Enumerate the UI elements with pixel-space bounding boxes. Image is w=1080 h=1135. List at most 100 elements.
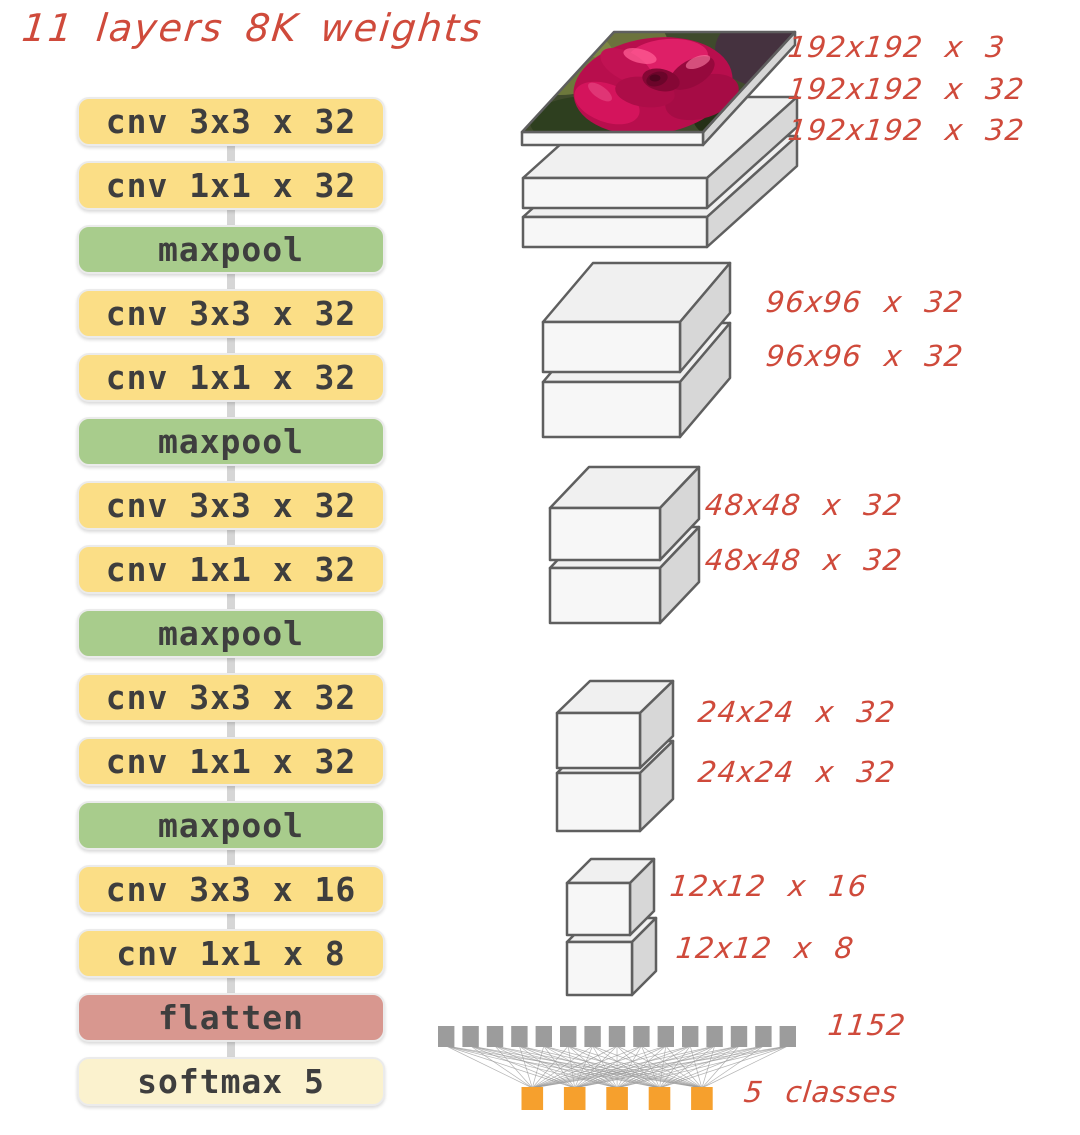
flat-unit-square	[657, 1026, 674, 1047]
dense-edge	[616, 1045, 642, 1089]
dense-edge	[574, 1045, 788, 1089]
dense-output-network	[438, 1026, 796, 1110]
dense-edge	[470, 1045, 618, 1089]
dense-edge	[616, 1045, 740, 1089]
class-square	[648, 1087, 671, 1110]
dense-edge	[532, 1045, 618, 1089]
dense-edge	[574, 1045, 715, 1089]
flat-unit-square	[730, 1026, 748, 1047]
dense-edge	[532, 1045, 642, 1089]
layer-box-pool-8: maxpool	[77, 609, 385, 658]
feature-size-label: 48x48 x 32	[703, 488, 905, 522]
dense-edge	[519, 1045, 660, 1089]
dense-edge	[574, 1045, 740, 1089]
dense-edge	[446, 1045, 575, 1089]
dense-edge	[701, 1045, 788, 1089]
flat-unit-square	[608, 1026, 626, 1047]
dense-edge	[470, 1045, 533, 1089]
dense-edge	[574, 1045, 666, 1089]
flat-unit-square	[755, 1026, 772, 1047]
flat-unit-square	[486, 1026, 504, 1047]
class-square	[691, 1087, 713, 1110]
class-square	[606, 1087, 628, 1110]
dense-edge	[532, 1045, 788, 1089]
flat-unit-square	[462, 1026, 479, 1047]
flat-unit-square	[560, 1026, 577, 1047]
dense-edge	[470, 1045, 660, 1089]
layer-box-conv-1: cnv 1x1 x 32	[77, 161, 385, 210]
feature-box-24-1	[555, 679, 675, 770]
flat-unit-square	[779, 1026, 796, 1047]
feature-box-48-1	[548, 465, 701, 562]
dense-edge	[532, 1045, 715, 1089]
layer-box-pool-11: maxpool	[77, 801, 385, 850]
dense-edge	[532, 1045, 691, 1089]
dense-edge	[574, 1045, 618, 1089]
layer-box-conv-10: cnv 1x1 x 32	[77, 737, 385, 786]
layer-box-conv-3: cnv 3x3 x 32	[77, 289, 385, 338]
feature-size-label: 192x192 x 32	[786, 113, 1027, 147]
flat-unit-square	[706, 1026, 723, 1047]
feature-box-96-1	[541, 261, 732, 374]
class-square	[521, 1087, 544, 1110]
class-square	[563, 1087, 586, 1110]
dense-edge	[494, 1045, 618, 1089]
flat-unit-square	[633, 1026, 650, 1047]
feature-box-12-1	[565, 857, 656, 937]
dense-edge	[641, 1045, 703, 1089]
layer-box-conv-12: cnv 3x3 x 16	[77, 865, 385, 914]
dense-edge	[532, 1045, 740, 1089]
dense-edge	[616, 1045, 667, 1089]
dense-edge	[531, 1045, 545, 1089]
dense-edge	[446, 1045, 618, 1089]
dense-edge	[574, 1045, 764, 1089]
dense-edge	[532, 1045, 569, 1089]
flat-unit-square	[511, 1026, 528, 1047]
dense-edge	[574, 1045, 642, 1089]
dense-edge	[616, 1045, 715, 1089]
layer-box-conv-7: cnv 1x1 x 32	[77, 545, 385, 594]
dense-edge	[446, 1045, 660, 1089]
dense-edge	[494, 1045, 660, 1089]
flat-units-label: 1152	[826, 1008, 908, 1042]
flat-unit-square	[535, 1026, 552, 1047]
layer-box-conv-0: cnv 3x3 x 32	[77, 97, 385, 146]
rose-slab-outline	[520, 30, 797, 134]
layer-box-conv-6: cnv 3x3 x 32	[77, 481, 385, 530]
dense-edge	[617, 1045, 764, 1089]
dense-edge	[519, 1045, 533, 1089]
feature-size-label: 48x48 x 32	[703, 543, 905, 577]
classes-label: 5 classes	[742, 1075, 900, 1109]
flat-unit-square	[584, 1026, 601, 1047]
dense-edge	[532, 1045, 764, 1089]
flat-unit-square	[682, 1026, 699, 1047]
feature-size-label: 96x96 x 32	[764, 339, 966, 373]
dense-edge	[659, 1045, 788, 1089]
dense-edge	[494, 1045, 533, 1089]
dense-edge	[617, 1045, 788, 1089]
dense-edge	[592, 1045, 618, 1089]
dense-edge	[592, 1045, 660, 1089]
dense-edge	[574, 1045, 593, 1089]
flat-unit-square	[438, 1026, 455, 1047]
layer-box-pool-2: maxpool	[77, 225, 385, 274]
layer-box-conv-13: cnv 1x1 x 8	[77, 929, 385, 978]
layer-box-pool-5: maxpool	[77, 417, 385, 466]
feature-size-label: 24x24 x 32	[696, 755, 898, 789]
dense-edge	[616, 1045, 691, 1089]
dense-edge	[446, 1045, 533, 1089]
layer-box-conv-9: cnv 3x3 x 32	[77, 673, 385, 722]
dense-edge	[574, 1045, 691, 1089]
feature-size-label: 12x12 x 8	[674, 931, 856, 965]
feature-size-label: 24x24 x 32	[696, 695, 898, 729]
dense-edge	[532, 1045, 666, 1089]
feature-size-label: 192x192 x 3	[786, 30, 1007, 64]
feature-size-label: 192x192 x 32	[786, 72, 1027, 106]
layer-box-flatten-14: flatten	[77, 993, 385, 1042]
dense-edge	[532, 1045, 593, 1089]
feature-size-label: 12x12 x 16	[668, 869, 870, 903]
layer-box-softmax-15: softmax 5	[77, 1057, 385, 1106]
layer-stack: cnv 3x3 x 32 cnv 1x1 x 32 maxpool cnv 3x3 x…	[77, 97, 385, 1106]
